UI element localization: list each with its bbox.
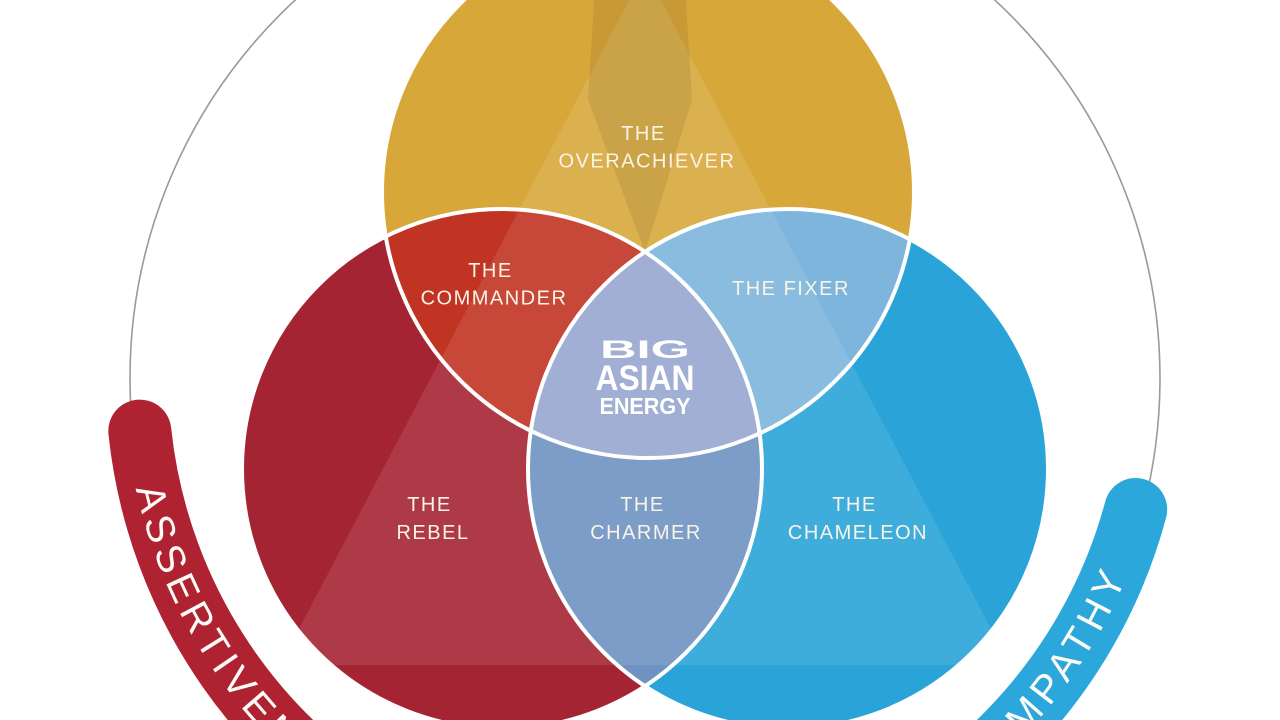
outer-ring <box>129 0 1161 720</box>
logo-asian: ASIAN <box>596 359 695 398</box>
assertiveness-band <box>108 399 314 720</box>
triangle-overlay-dark-wedge <box>588 0 692 252</box>
label-charmer: THE CHARMER <box>590 494 702 544</box>
circle-rebel-outline <box>240 207 764 720</box>
circle-chameleon-outline <box>526 207 1050 720</box>
logo-big: BIG <box>600 336 690 364</box>
region-center-clip-b <box>528 209 762 458</box>
label-chameleon: THE CHAMELEON <box>788 494 928 544</box>
empathy-band <box>976 478 1168 720</box>
region-center <box>528 209 762 458</box>
label-commander: THE COMMANDER <box>421 260 568 310</box>
label-overachiever: THE OVERACHIEVER <box>559 123 736 173</box>
label-rebel: THE REBEL <box>396 494 469 544</box>
logo-energy: ENERGY <box>600 393 691 419</box>
region-center-clip-a <box>528 209 762 458</box>
triangle-overlay-light <box>280 0 1010 665</box>
circle-overachiever-outline <box>380 0 916 460</box>
label-fixer: THE FIXER <box>732 278 850 300</box>
